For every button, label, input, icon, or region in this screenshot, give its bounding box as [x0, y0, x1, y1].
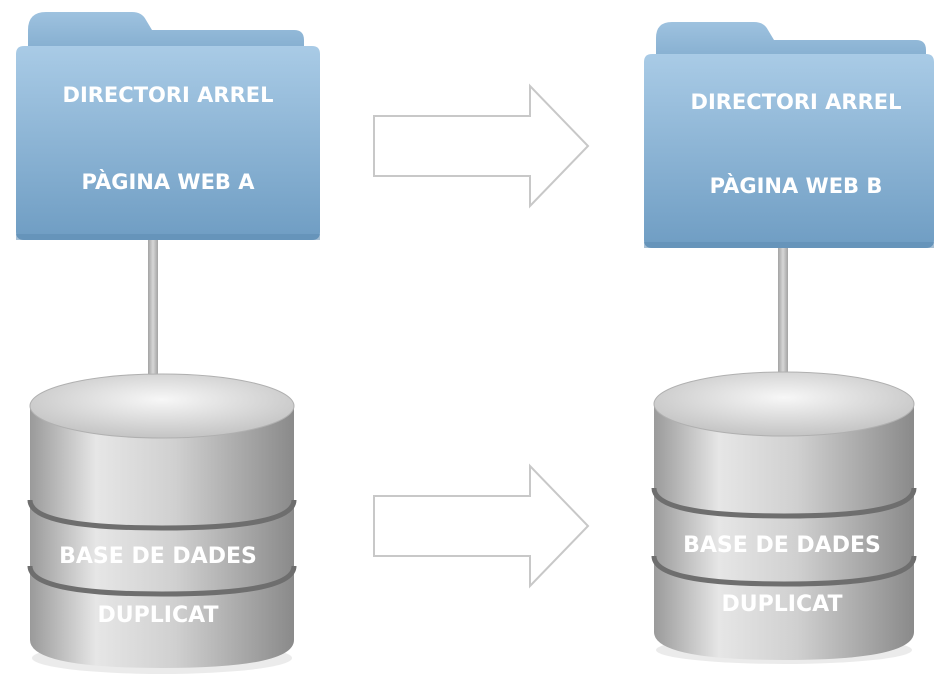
right-arrow-icon — [373, 83, 590, 209]
database-b-title: BASE DE DADES — [683, 533, 881, 558]
folder-a-title: DIRECTORI ARREL — [63, 83, 274, 107]
folder-b-title: DIRECTORI ARREL — [691, 90, 902, 114]
folder-b-subtitle: PÀGINA WEB B — [710, 173, 883, 198]
database-icon — [651, 371, 917, 664]
connector-line-left — [148, 238, 158, 388]
folder-a-subtitle: PÀGINA WEB A — [82, 169, 256, 194]
database-a-subtitle: DUPLICAT — [98, 603, 219, 628]
database-b-subtitle: DUPLICAT — [722, 592, 843, 617]
folder-icon — [16, 12, 320, 240]
database-icon — [27, 373, 297, 674]
connector-line-right — [778, 244, 788, 384]
database-a-title: BASE DE DADES — [59, 544, 257, 569]
folder-icon — [644, 22, 934, 248]
right-arrow-icon — [373, 463, 590, 589]
